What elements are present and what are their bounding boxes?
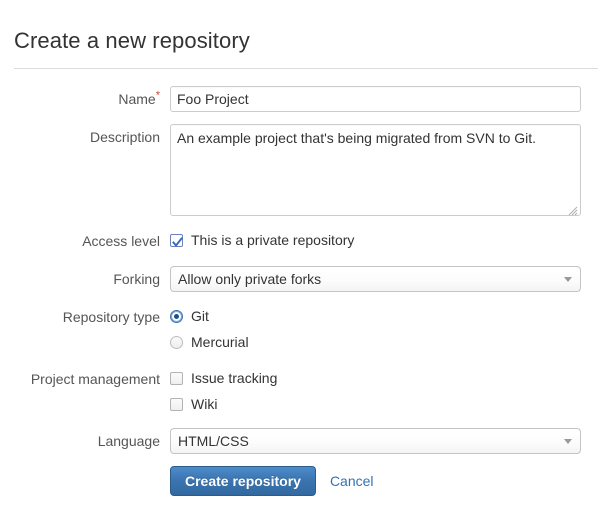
checkbox-row-wiki[interactable]: Wiki xyxy=(170,392,612,416)
form-row-language: Language HTML/CSS xyxy=(0,428,612,454)
description-label: Description xyxy=(89,129,160,145)
private-repository-checkbox-row[interactable]: This is a private repository xyxy=(170,228,612,252)
project-management-label: Project management xyxy=(30,371,160,387)
language-field-wrap: HTML/CSS xyxy=(170,428,612,454)
form-row-forking: Forking Allow only private forks xyxy=(0,266,612,292)
description-field-wrap: An example project that's being migrated… xyxy=(170,124,612,216)
radio-mercurial-label: Mercurial xyxy=(191,334,249,350)
page-title: Create a new repository xyxy=(14,27,250,53)
checkbox-row-issue-tracking[interactable]: Issue tracking xyxy=(170,366,612,390)
access-level-field-wrap: This is a private repository xyxy=(170,228,612,252)
access-level-label: Access level xyxy=(82,233,160,249)
forking-select[interactable]: Allow only private forks xyxy=(170,266,581,292)
private-repository-label: This is a private repository xyxy=(191,232,355,248)
project-management-field-wrap: Issue tracking Wiki xyxy=(170,366,612,416)
forking-field-wrap: Allow only private forks xyxy=(170,266,612,292)
form-row-project-management: Project management Issue tracking Wiki xyxy=(0,366,612,416)
language-select-wrap[interactable]: HTML/CSS xyxy=(170,428,581,454)
language-select[interactable]: HTML/CSS xyxy=(170,428,581,454)
repository-type-field-wrap: Git Mercurial xyxy=(170,304,612,354)
title-divider xyxy=(14,68,598,69)
radio-row-mercurial[interactable]: Mercurial xyxy=(170,330,612,354)
radio-mercurial[interactable] xyxy=(170,335,183,349)
language-label: Language xyxy=(97,433,160,449)
create-repository-form: Name* Description An example project tha… xyxy=(0,86,612,508)
checkbox-issue-tracking[interactable] xyxy=(170,371,183,385)
repository-type-label: Repository type xyxy=(62,309,160,325)
checkbox-wiki[interactable] xyxy=(170,397,183,411)
radio-row-git[interactable]: Git xyxy=(170,304,612,328)
radio-dot-icon xyxy=(174,313,179,319)
forking-label: Forking xyxy=(113,271,160,287)
form-row-repository-type: Repository type Git Mercurial xyxy=(0,304,612,354)
name-input[interactable] xyxy=(170,86,581,112)
cancel-link[interactable]: Cancel xyxy=(329,473,374,489)
radio-git[interactable] xyxy=(170,309,183,323)
checkmark-icon xyxy=(172,235,183,247)
description-textarea[interactable]: An example project that's being migrated… xyxy=(170,124,581,216)
wiki-label: Wiki xyxy=(191,396,218,412)
issue-tracking-label: Issue tracking xyxy=(191,370,278,386)
name-label-text: Name xyxy=(118,91,156,107)
forking-select-wrap[interactable]: Allow only private forks xyxy=(170,266,581,292)
description-textarea-wrap: An example project that's being migrated… xyxy=(170,124,581,216)
name-field-wrap xyxy=(170,86,612,112)
form-row-name: Name* xyxy=(0,86,612,112)
form-actions: Create repository Cancel xyxy=(170,466,612,496)
checkbox-private-repository[interactable] xyxy=(170,233,183,247)
actions-field-wrap: Create repository Cancel xyxy=(170,466,612,496)
name-label: Name* xyxy=(0,86,170,112)
form-row-actions: Create repository Cancel xyxy=(0,466,612,496)
radio-git-label: Git xyxy=(191,308,209,324)
form-row-access-level: Access level This is a private repositor… xyxy=(0,228,612,254)
create-repository-button[interactable]: Create repository xyxy=(170,466,316,496)
required-asterisk-icon: * xyxy=(155,89,160,102)
form-row-description: Description An example project that's be… xyxy=(0,124,612,216)
